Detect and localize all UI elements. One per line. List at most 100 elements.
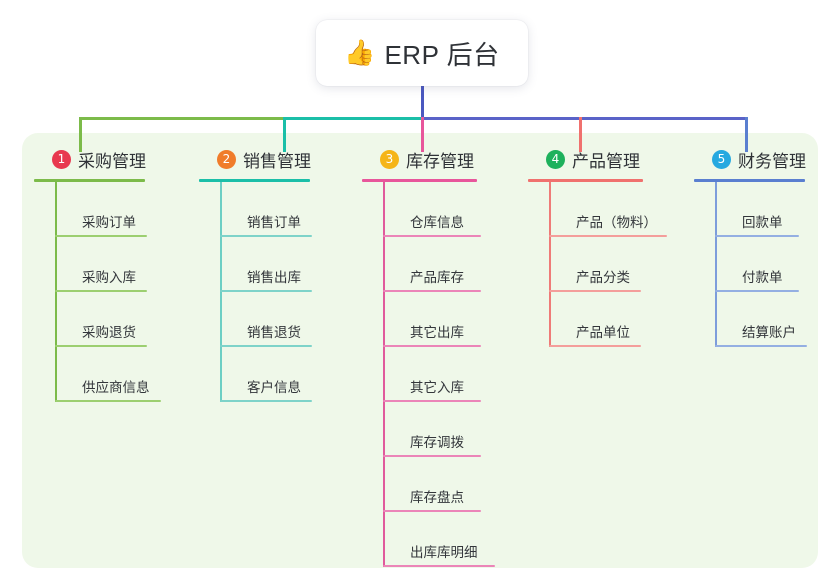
leaf-node[interactable]: 出库库明细 bbox=[383, 512, 532, 567]
leaf-label: 结算账户 bbox=[742, 325, 796, 340]
leaf-label: 产品（物料） bbox=[576, 215, 657, 230]
leaf-label: 客户信息 bbox=[247, 380, 301, 395]
root-node-erp-backend[interactable]: 👍 ERP 后台 bbox=[316, 20, 528, 86]
branch-header-4[interactable]: 4 产品管理 bbox=[528, 146, 698, 172]
branch-spine-4 bbox=[549, 182, 551, 347]
leaf-rule bbox=[383, 565, 495, 567]
branch-header-rule-2 bbox=[199, 179, 310, 182]
leaf-label: 销售退货 bbox=[247, 325, 301, 340]
branch-spine-1 bbox=[55, 182, 57, 402]
leaf-node[interactable]: 客户信息 bbox=[220, 347, 359, 402]
branch-title-5: 财务管理 bbox=[738, 151, 806, 171]
leaf-node[interactable]: 采购退货 bbox=[55, 292, 194, 347]
leaf-rule bbox=[220, 345, 312, 347]
branch-column-5: 5 财务管理 回款单 付款单 结算账户 bbox=[694, 146, 839, 347]
root-stem-line bbox=[421, 86, 424, 120]
leaf-node[interactable]: 产品（物料） bbox=[549, 182, 698, 237]
leaf-label: 采购订单 bbox=[82, 215, 136, 230]
leaf-label: 供应商信息 bbox=[82, 380, 150, 395]
drop-line-col-4 bbox=[579, 117, 582, 152]
drop-line-col-5 bbox=[745, 117, 748, 152]
leaf-node[interactable]: 其它入库 bbox=[383, 347, 532, 402]
leaf-node[interactable]: 库存调拨 bbox=[383, 402, 532, 457]
branch-items-1: 采购订单 采购入库 采购退货 供应商信息 bbox=[55, 182, 194, 402]
branch-header-rule-3 bbox=[362, 179, 477, 182]
leaf-node[interactable]: 销售订单 bbox=[220, 182, 359, 237]
leaf-rule bbox=[549, 290, 641, 292]
leaf-label: 销售订单 bbox=[247, 215, 301, 230]
leaf-rule bbox=[383, 235, 481, 237]
leaf-node[interactable]: 销售退货 bbox=[220, 292, 359, 347]
leaf-rule bbox=[549, 235, 667, 237]
leaf-rule bbox=[55, 290, 147, 292]
leaf-node[interactable]: 库存盘点 bbox=[383, 457, 532, 512]
leaf-node[interactable]: 采购入库 bbox=[55, 237, 194, 292]
leaf-rule bbox=[220, 400, 312, 402]
leaf-rule bbox=[383, 290, 481, 292]
leaf-rule bbox=[383, 400, 481, 402]
leaf-rule bbox=[383, 345, 481, 347]
leaf-rule bbox=[715, 345, 807, 347]
leaf-node[interactable]: 仓库信息 bbox=[383, 182, 532, 237]
leaf-rule bbox=[220, 290, 312, 292]
drop-line-col-1 bbox=[79, 117, 82, 152]
branch-header-5[interactable]: 5 财务管理 bbox=[694, 146, 839, 172]
branch-column-2: 2 销售管理 销售订单 销售出库 销售退货 客户信息 bbox=[199, 146, 359, 402]
branch-header-3[interactable]: 3 库存管理 bbox=[362, 146, 532, 172]
branch-column-1: 1 采购管理 采购订单 采购入库 采购退货 供应商信息 bbox=[34, 146, 194, 402]
drop-line-col-2 bbox=[283, 117, 286, 152]
branch-title-1: 采购管理 bbox=[78, 151, 146, 171]
leaf-rule bbox=[549, 345, 641, 347]
leaf-label: 库存调拨 bbox=[410, 435, 464, 450]
branch-column-3: 3 库存管理 仓库信息 产品库存 其它出库 其它入库 库存调拨 库存盘点 bbox=[362, 146, 532, 567]
branch-column-4: 4 产品管理 产品（物料） 产品分类 产品单位 bbox=[528, 146, 698, 347]
leaf-rule bbox=[55, 235, 147, 237]
leaf-node[interactable]: 其它出库 bbox=[383, 292, 532, 347]
leaf-label: 回款单 bbox=[742, 215, 783, 230]
branch-items-4: 产品（物料） 产品分类 产品单位 bbox=[549, 182, 698, 347]
drop-line-col-3 bbox=[421, 117, 424, 152]
leaf-label: 产品库存 bbox=[410, 270, 464, 285]
leaf-label: 仓库信息 bbox=[410, 215, 464, 230]
leaf-label: 产品单位 bbox=[576, 325, 630, 340]
branch-title-4: 产品管理 bbox=[572, 151, 640, 171]
branch-spine-5 bbox=[715, 182, 717, 347]
leaf-node[interactable]: 产品分类 bbox=[549, 237, 698, 292]
branch-header-rule-1 bbox=[34, 179, 145, 182]
leaf-node[interactable]: 产品库存 bbox=[383, 237, 532, 292]
leaf-node[interactable]: 供应商信息 bbox=[55, 347, 194, 402]
leaf-label: 产品分类 bbox=[576, 270, 630, 285]
leaf-rule bbox=[715, 235, 799, 237]
leaf-rule bbox=[220, 235, 312, 237]
leaf-node[interactable]: 付款单 bbox=[715, 237, 839, 292]
leaf-rule bbox=[715, 290, 799, 292]
leaf-label: 其它入库 bbox=[410, 380, 464, 395]
branch-header-1[interactable]: 1 采购管理 bbox=[34, 146, 194, 172]
connector-bar-mid-teal bbox=[283, 117, 423, 120]
leaf-rule bbox=[383, 455, 481, 457]
branch-badge-3: 3 bbox=[380, 149, 399, 169]
connector-bar-right-blue bbox=[421, 117, 748, 120]
leaf-node[interactable]: 采购订单 bbox=[55, 182, 194, 237]
leaf-node[interactable]: 结算账户 bbox=[715, 292, 839, 347]
branch-badge-2: 2 bbox=[217, 149, 236, 169]
connector-bar-left-green bbox=[79, 117, 285, 120]
leaf-label: 出库库明细 bbox=[410, 545, 478, 560]
leaf-node[interactable]: 产品单位 bbox=[549, 292, 698, 347]
branch-header-rule-5 bbox=[694, 179, 805, 182]
leaf-node[interactable]: 回款单 bbox=[715, 182, 839, 237]
leaf-label: 库存盘点 bbox=[410, 490, 464, 505]
leaf-label: 其它出库 bbox=[410, 325, 464, 340]
leaf-label: 采购入库 bbox=[82, 270, 136, 285]
branch-badge-4: 4 bbox=[546, 149, 565, 169]
branch-title-2: 销售管理 bbox=[243, 151, 311, 171]
leaf-rule bbox=[55, 400, 161, 402]
leaf-label: 采购退货 bbox=[82, 325, 136, 340]
branch-items-2: 销售订单 销售出库 销售退货 客户信息 bbox=[220, 182, 359, 402]
leaf-node[interactable]: 销售出库 bbox=[220, 237, 359, 292]
branch-header-2[interactable]: 2 销售管理 bbox=[199, 146, 359, 172]
branch-spine-2 bbox=[220, 182, 222, 402]
branch-title-3: 库存管理 bbox=[406, 151, 474, 171]
branch-badge-1: 1 bbox=[52, 149, 71, 169]
branch-badge-5: 5 bbox=[712, 149, 731, 169]
